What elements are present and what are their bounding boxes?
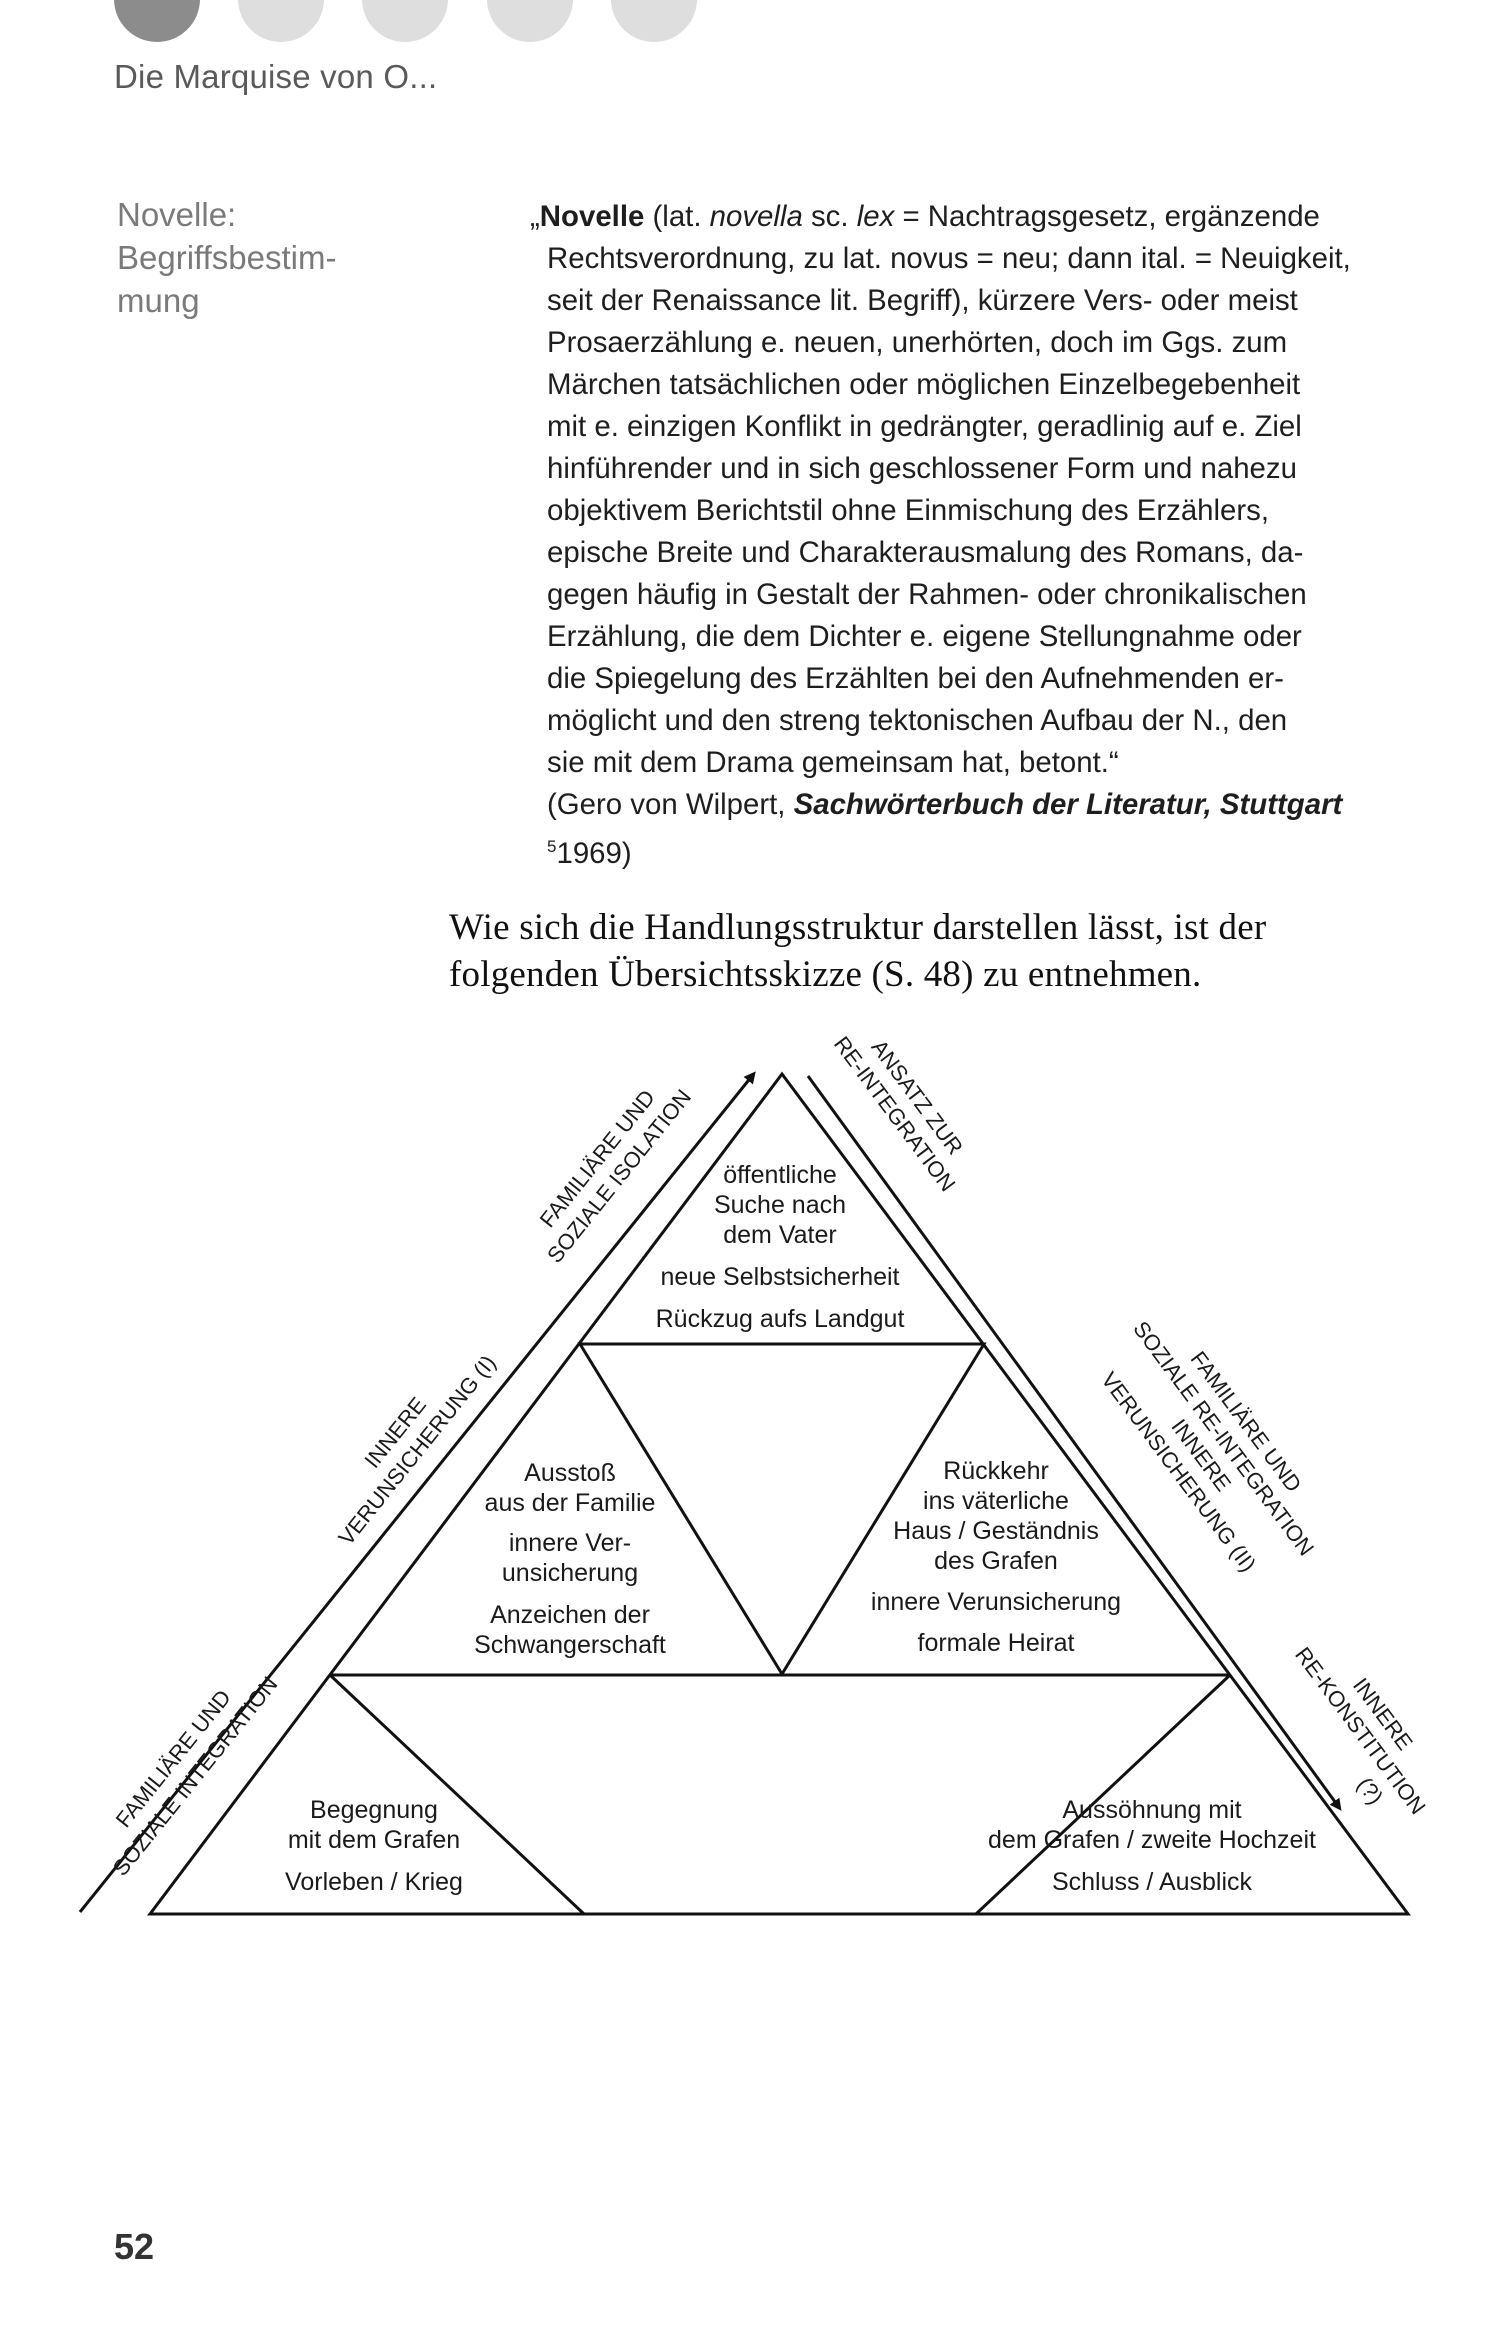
margin-note-line: Begriffsbestim- xyxy=(117,239,337,276)
quote-line: seit der Renaissance lit. Begriff), kürz… xyxy=(547,284,1298,317)
open-quote-mark: „ xyxy=(530,200,540,233)
quote-line: epische Breite und Charakterausmalung de… xyxy=(547,536,1304,569)
source-title: Sachwörterbuch der Literatur, Stuttgart xyxy=(793,788,1343,821)
bottom-right-diagonal xyxy=(974,1673,1232,1916)
left-text: innere Ver- xyxy=(509,1529,631,1557)
side-label-r2-r3: FAMILIÄRE UND SOZIALE RE-INTEGRATION INN… xyxy=(1096,1316,1319,1576)
left-text: unsicherung xyxy=(502,1559,638,1587)
quote-line: mit e. einzigen Konflikt in gedrängter, … xyxy=(547,410,1302,443)
right-text: Haus / Geständnis xyxy=(893,1517,1099,1545)
margin-note-line: mung xyxy=(117,282,200,319)
quote-line: Märchen tatsächlichen oder möglichen Ein… xyxy=(547,368,1301,401)
quote-line: Prosaerzählung e. neuen, unerhörten, doc… xyxy=(547,326,1288,359)
page-number: 52 xyxy=(114,2226,155,2267)
quote-source: (Gero von Wilpert, Sachwörterbuch der Li… xyxy=(530,784,1390,826)
bottom-left-text: Begegnung xyxy=(310,1796,438,1824)
quote-line: sie mit dem Drama gemeinsam hat, betont.… xyxy=(547,746,1119,779)
right-arrow-line xyxy=(806,1075,1342,1811)
left-cell-text: Ausstoß aus der Familie innere Ver- unsi… xyxy=(474,1459,666,1659)
progress-dot xyxy=(487,0,573,42)
outer-triangle xyxy=(146,1071,1411,1916)
right-text: formale Heirat xyxy=(918,1629,1075,1657)
progress-dot xyxy=(238,0,324,42)
definition-quote: „Novelle (lat. novella sc. lex = Nachtra… xyxy=(530,196,1390,875)
progress-dot xyxy=(362,0,448,42)
right-text: des Grafen xyxy=(934,1547,1058,1575)
progress-dot-active xyxy=(114,0,200,42)
quote-line: Rechtsverordnung, zu lat. novus = neu; d… xyxy=(547,242,1351,275)
side-label-l3: FAMILIÄRE UND SOZIALE ISOLATION xyxy=(535,1085,696,1268)
bottom-right-cell-text: Aussöhnung mit dem Grafen / zweite Hochz… xyxy=(988,1796,1316,1896)
top-text: öffentliche xyxy=(723,1161,837,1189)
chapter-progress-dots xyxy=(0,0,1496,46)
side-label-l1: FAMILIÄRE UND SOZIALE INTEGRATION xyxy=(108,1672,283,1881)
lead-line: Wie sich die Handlungsstruktur darstelle… xyxy=(449,907,1267,948)
right-text: innere Verunsicherung xyxy=(871,1588,1121,1616)
triangle-diagram-svg: öffentliche Suche nach dem Vater neue Se… xyxy=(78,1032,1431,1916)
left-text: aus der Familie xyxy=(485,1489,656,1517)
top-text: Rückzug aufs Landgut xyxy=(656,1305,905,1333)
bottom-left-cell-text: Begegnung mit dem Grafen Vorleben / Krie… xyxy=(285,1796,463,1896)
quote-first-line: „Novelle (lat. novella sc. lex = Nachtra… xyxy=(530,196,1390,238)
quote-line: hinführender und in sich geschlossener F… xyxy=(547,452,1297,485)
quote-line: Erzählung, die dem Dichter e. eigene Ste… xyxy=(547,620,1302,653)
side-label-l2: INNERE VERUNSICHERUNG (I) xyxy=(333,1350,500,1550)
right-text: Rückkehr xyxy=(943,1457,1049,1485)
left-text: Ausstoß xyxy=(524,1459,616,1487)
margin-note-line: Novelle: xyxy=(117,196,237,233)
left-text: Anzeichen der xyxy=(490,1601,650,1629)
top-cell-text: öffentliche Suche nach dem Vater neue Se… xyxy=(656,1161,905,1333)
source-prefix: (Gero von Wilpert, xyxy=(547,788,794,821)
left-arrow-line xyxy=(78,1071,756,1913)
quote-source-year: 51969) xyxy=(530,826,1390,875)
quote-line: möglicht und den streng tektonischen Auf… xyxy=(547,704,1288,737)
top-text: dem Vater xyxy=(723,1221,836,1249)
lead-paragraph: Wie sich die Handlungsstruktur darstelle… xyxy=(449,904,1449,998)
bottom-right-text: Aussöhnung mit xyxy=(1062,1796,1241,1824)
quote-line: gegen häufig in Gestalt der Rahmen- oder… xyxy=(547,578,1307,611)
quote-text: sc. xyxy=(802,200,857,233)
side-label-text: SOZIALE INTEGRATION xyxy=(108,1672,283,1881)
quote-term: Novelle xyxy=(539,200,645,233)
quote-text: = Nachtragsgesetz, ergänzende xyxy=(894,200,1320,233)
right-cell-text: Rückkehr ins väterliche Haus / Geständni… xyxy=(871,1457,1121,1657)
margin-note: Novelle: Begriffsbestim- mung xyxy=(117,193,447,322)
quote-italic: lex xyxy=(856,200,895,233)
side-label-r4: INNERE RE-KONSTITUTION (?) xyxy=(1290,1642,1431,1819)
bottom-right-text: Schluss / Ausblick xyxy=(1052,1868,1253,1896)
lead-line: folgenden Übersichtsskizze (S. 48) zu en… xyxy=(449,954,1202,995)
quote-line: objektivem Berichtstil ohne Einmischung … xyxy=(547,494,1270,527)
quote-italic: novella xyxy=(709,200,803,233)
bottom-right-text: dem Grafen / zweite Hochzeit xyxy=(988,1826,1316,1854)
quote-text: (lat. xyxy=(644,200,710,233)
top-text: Suche nach xyxy=(714,1191,846,1219)
source-edition: 5 xyxy=(547,837,557,856)
quote-line: die Spiegelung des Erzählten bei den Auf… xyxy=(547,662,1284,695)
progress-dot xyxy=(611,0,697,42)
right-text: ins väterliche xyxy=(923,1487,1069,1515)
bottom-left-text: Vorleben / Krieg xyxy=(285,1868,463,1896)
source-year: 1969) xyxy=(556,836,632,870)
bottom-left-diagonal xyxy=(328,1673,586,1916)
left-text: Schwangerschaft xyxy=(474,1631,666,1659)
running-head: Die Marquise von O... xyxy=(114,58,438,95)
plot-structure-diagram: öffentliche Suche nach dem Vater neue Se… xyxy=(0,1000,1496,1960)
side-label-text: VERUNSICHERUNG (I) xyxy=(333,1350,500,1550)
bottom-left-text: mit dem Grafen xyxy=(288,1826,460,1854)
top-text: neue Selbstsicherheit xyxy=(660,1263,899,1291)
